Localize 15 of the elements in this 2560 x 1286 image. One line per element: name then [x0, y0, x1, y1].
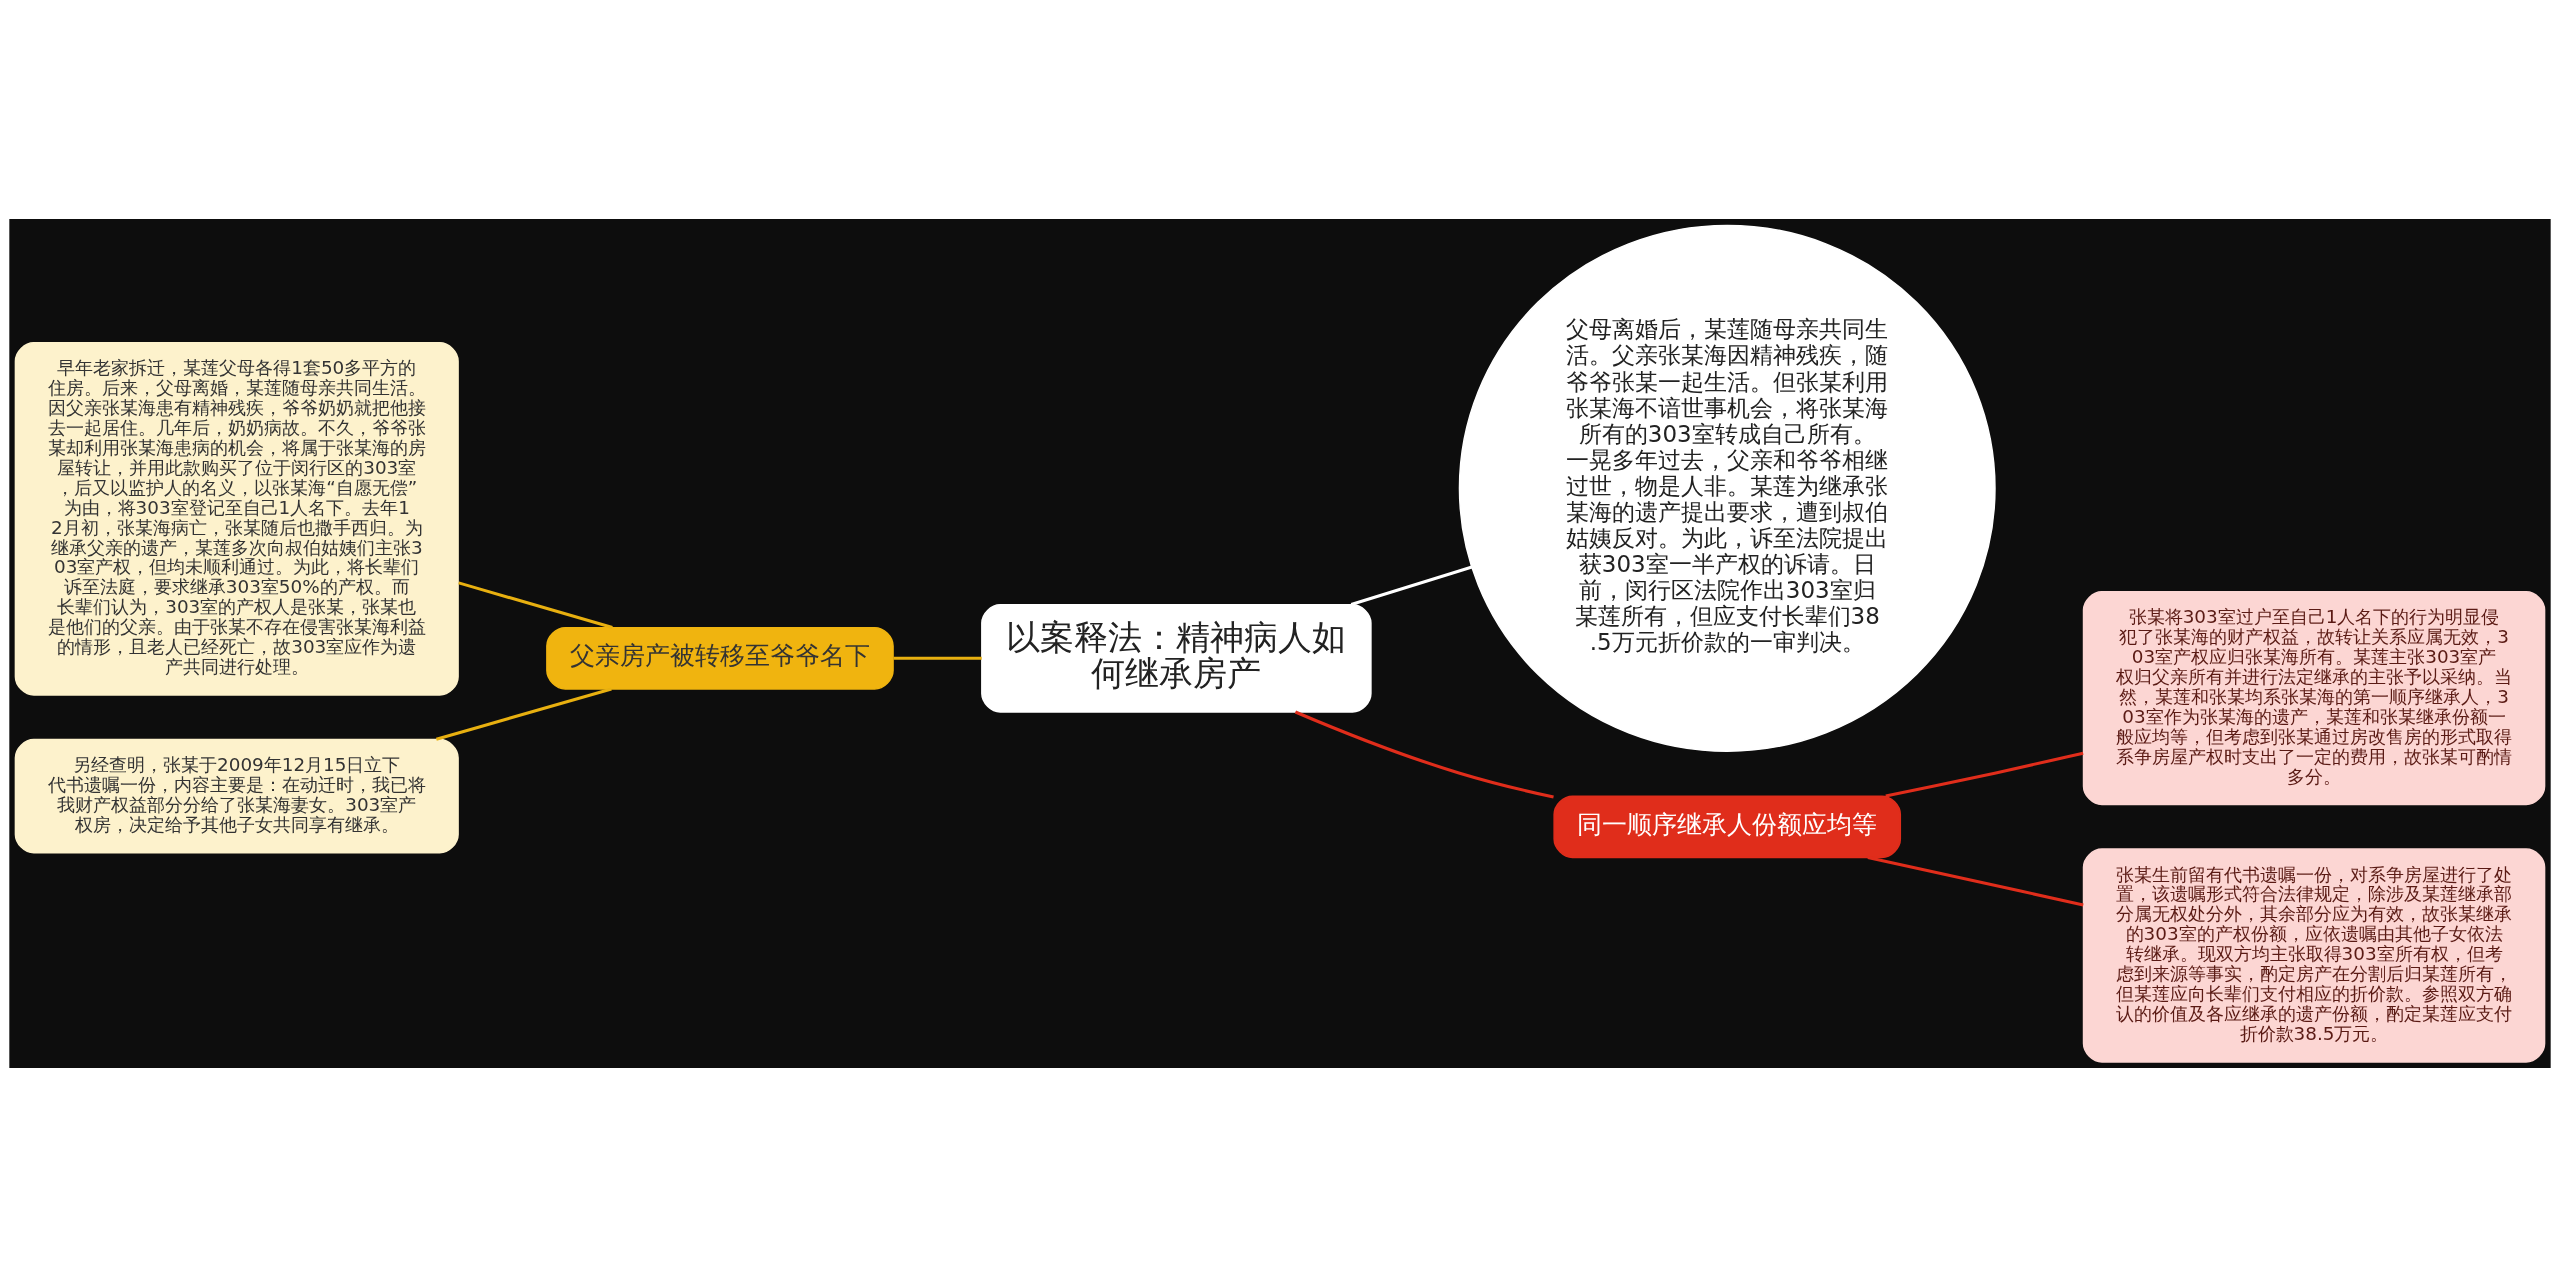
node-box: 张某将303室过户至自己1人名下的行为明显侵犯了张某海的财产权益，故转让关系应属无效，303室产权应归张某海所有。某莲主张303室产权归父亲所有并进行法定继承的主张予以采纳。当然，某莲和张某均系张某海的第一顺序继承人，303室作为张某海的遗产，某莲和张某继承份额一般应均等，但考虑到张某通过房改售房的形式取得系争房屋产权时支出了一定的费用，故张某可酌情多分。: [2082, 590, 2546, 805]
node-box: 另经查明，张某于2009年12月15日立下代书遗嘱一份，内容主要是：在动迁时，我已将我财产权益部分分给了张某海妻女。303室产权房，决定给予其他子女共同享有继承。: [14, 738, 459, 854]
connector: [1350, 565, 1473, 606]
node-box: 父亲房产被转移至爷爷名下: [546, 626, 894, 690]
node-box: 以案释法：精神病人如何继承房产: [981, 603, 1372, 713]
node-box: 早年老家拆迁，某莲父母各得1套50多平方的住房。后来，父母离婚，某莲随母亲共同生活。因父亲张某海患有精神残疾，爷爷奶奶就把他接去一起居住。几年后，奶奶病故。不久，爷爷张某却利用张某海患病的机会，将属于张某海的房屋转让，并用此款购买了位于闵行区的303室，后又以监护人的名义，以张某海“自愿无偿”为由，将303室登记至自己1人名下。去年12月初，张某海病亡，张某随后也撒手西归。为继承父亲的遗产，某莲多次向叔伯姑姨们主张303室产权，但均未顺利通过。为此，将长辈们诉至法庭，要求继承303室50%的产权。而长辈们认为，303室的产权人是张某，张某也是他们的父亲。由于张某不存在侵害张某海利益的情形，且老人已经死亡，故303室应作为遗产共同进行处理。: [14, 341, 459, 696]
node-box: 同一顺序继承人份额应均等: [1553, 794, 1902, 858]
connector: [458, 580, 613, 629]
connector: [1867, 855, 2084, 906]
node-circle: 父母离婚后，某莲随母亲共同生活。父亲张某海因精神残疾，随爷爷张某一起生活。但张某利用张某海不谙世事机会，将张某海所有的303室转成自己所有。一晃多年过去，父亲和爷爷相继过世，物是人非。某莲为继承张某海的遗产提出要求，遭到叔伯姑姨反对。为此，诉至法院提出获303室一半产权的诉请。日前，闵行区法院作出303室归某莲所有，但应支付长辈们38.5万元折价款的一审判决。: [1458, 224, 1996, 752]
connector: [893, 656, 982, 660]
connector: [435, 687, 612, 741]
connector: [1885, 751, 2084, 798]
connector: [1294, 710, 1554, 798]
node-box: 张某生前留有代书遗嘱一份，对系争房屋进行了处置，该遗嘱形式符合法律规定，除涉及某莲继承部分属无权处分外，其余部分应为有效，故张某继承的303室的产权份额，应依遗嘱由其他子女依法转继承。现双方均主张取得303室所有权，但考虑到来源等事实，酌定房产在分割后归某莲所有，但某莲应向长辈们支付相应的折价款。参照双方确认的价值及各应继承的遗产份额，酌定某莲应支付折价款38.5万元。: [2082, 847, 2546, 1063]
